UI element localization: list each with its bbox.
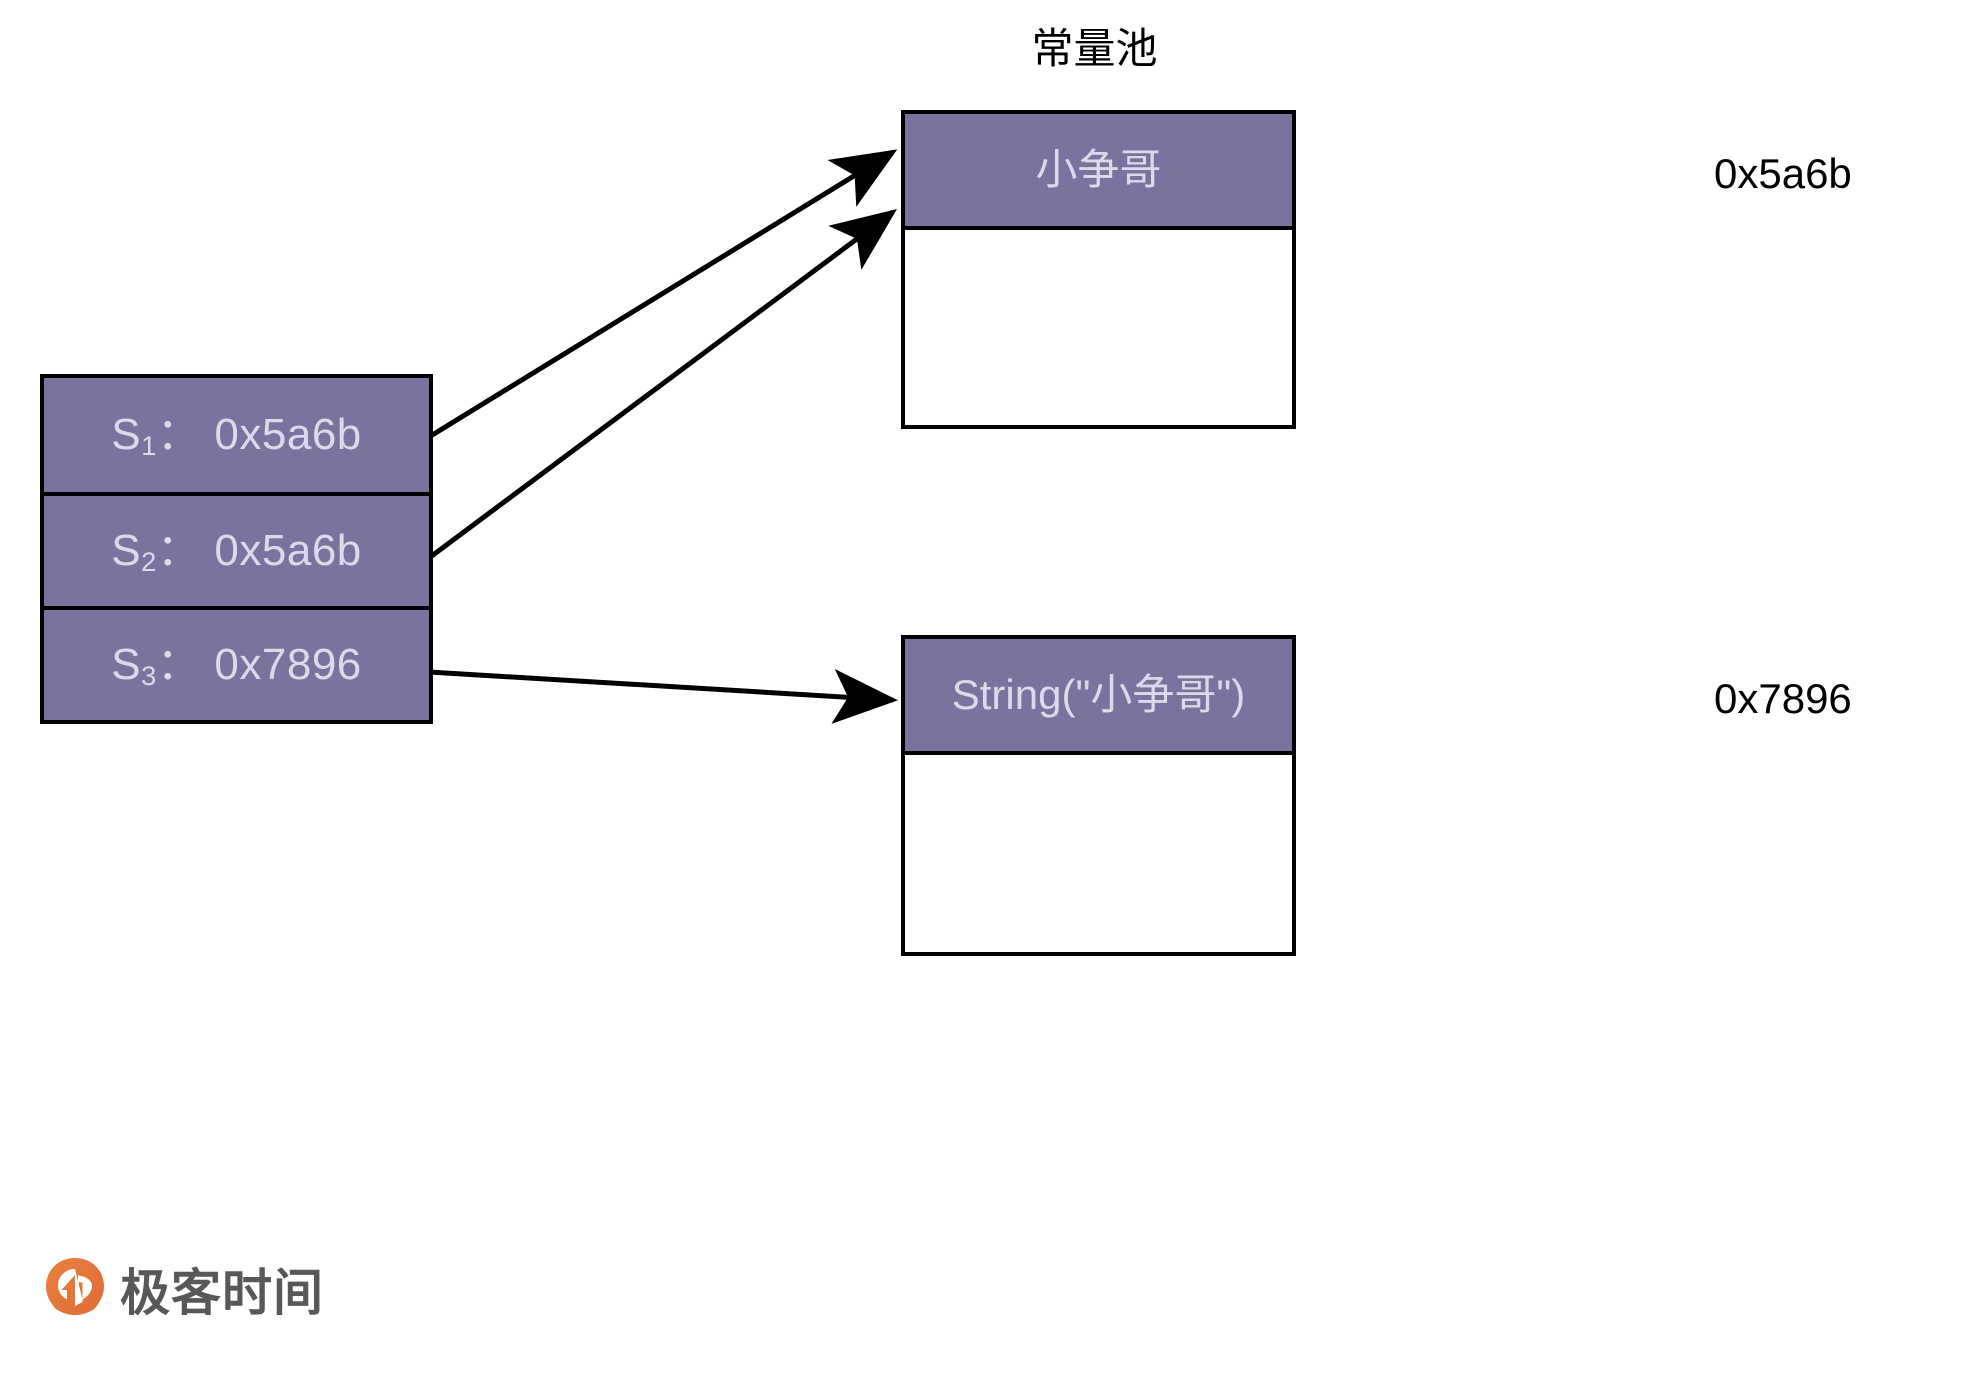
variable-stack: S1：0x5a6b S2：0x5a6b S3：0x7896: [40, 374, 433, 724]
pool-cell-1: 小争哥: [901, 110, 1296, 429]
variable-colon-s1: ：: [156, 410, 202, 459]
variable-address-s1: 0x5a6b: [214, 410, 362, 459]
pool-cell-2: String("小争哥"): [901, 635, 1296, 956]
variable-address-s2: 0x5a6b: [214, 526, 362, 575]
variable-index-s1: 1: [141, 430, 157, 461]
variable-index-s2: 2: [141, 546, 157, 577]
geektime-logo-text: 极客时间: [120, 1265, 324, 1321]
variable-row-s1: S1：0x5a6b: [44, 378, 429, 492]
pool-cell-2-address: 0x7896: [1714, 675, 1852, 722]
pool-cell-1-content: 小争哥: [1035, 146, 1162, 193]
variable-label-s2: S2：0x5a6b: [111, 526, 362, 576]
variable-name-s3: S: [111, 640, 142, 689]
variable-label-s1: S1：0x5a6b: [111, 410, 362, 460]
variable-colon-s3: ：: [156, 640, 202, 689]
geektime-pin-icon: [46, 1258, 104, 1326]
variable-label-s3: S3：0x7896: [111, 640, 362, 690]
pool-cell-1-header: 小争哥: [905, 114, 1292, 230]
variable-name-s2: S: [111, 526, 142, 575]
pool-cell-2-header: String("小争哥"): [905, 639, 1292, 755]
pool-title: 常量池: [1031, 25, 1158, 72]
variable-index-s3: 3: [141, 660, 157, 691]
pool-cell-2-content: String("小争哥"): [951, 671, 1246, 718]
arrow-s3-to-pool-cell-2: [428, 668, 898, 724]
variable-colon-s2: ：: [156, 526, 202, 575]
arrow-s2-to-pool-cell-1: [427, 209, 898, 561]
geektime-logo: 极客时间: [44, 1256, 324, 1330]
arrow-s1-to-pool-cell-1: [427, 149, 898, 440]
variable-row-s3: S3：0x7896: [44, 606, 429, 720]
variable-address-s3: 0x7896: [214, 640, 362, 689]
variable-row-s2: S2：0x5a6b: [44, 492, 429, 606]
pool-cell-1-address: 0x5a6b: [1714, 150, 1852, 197]
variable-name-s1: S: [111, 410, 142, 459]
